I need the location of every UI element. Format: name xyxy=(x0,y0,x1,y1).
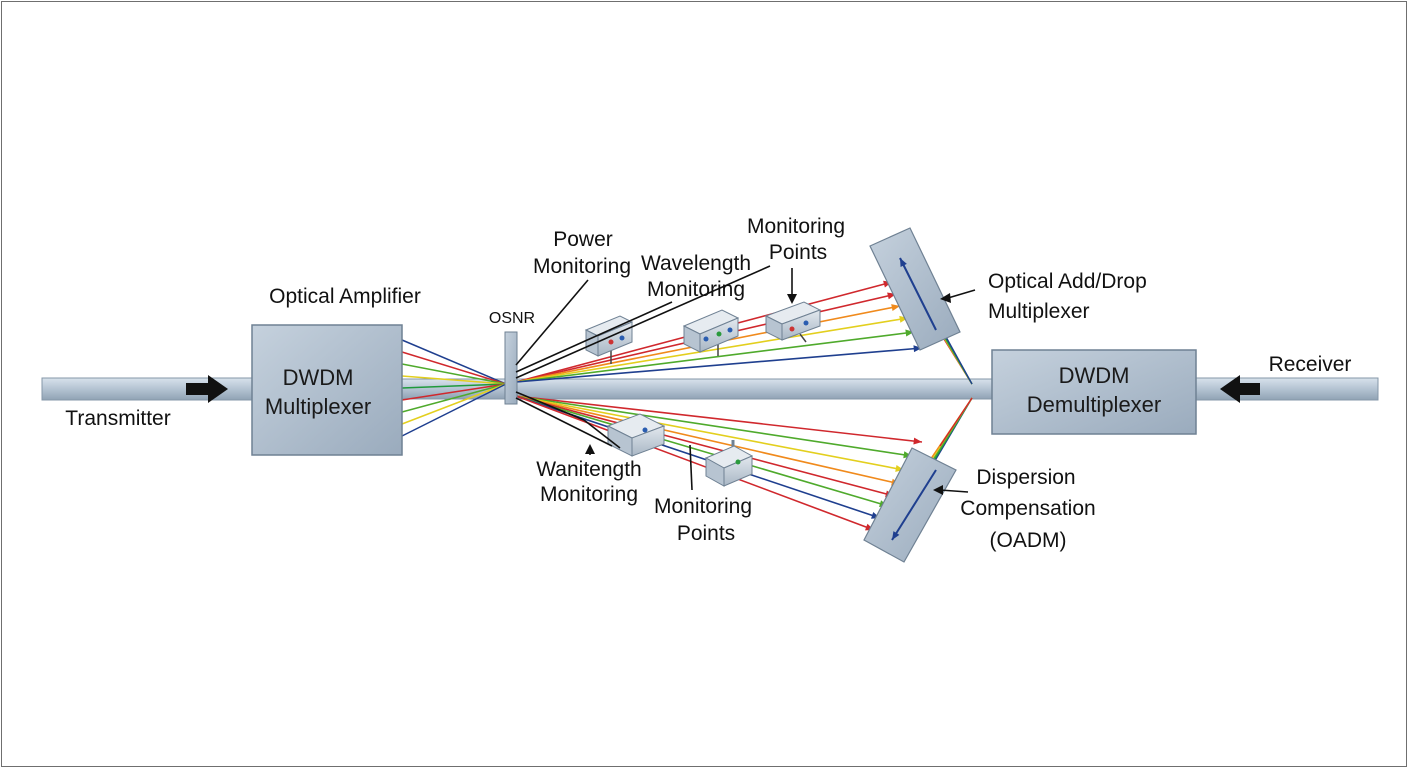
dwdm-multiplexer-box xyxy=(251,324,403,456)
oadm-label-line1: Optical Add/Drop xyxy=(988,270,1147,293)
monitoring-point-device-top xyxy=(764,301,822,343)
lower-channel-fan xyxy=(515,395,923,531)
monitoring-points-top-line2: Points xyxy=(769,241,827,264)
upper-channel-line xyxy=(515,347,923,383)
wavelength-monitoring-top-line2: Monitoring xyxy=(647,278,745,301)
wavelength-monitor-device-top xyxy=(682,309,740,356)
lower-channel-line xyxy=(515,395,895,497)
mux-channel-line xyxy=(401,383,507,413)
lower-channel-line xyxy=(515,395,905,471)
lower-channel-line xyxy=(515,395,901,485)
mux-label-line1: DWDM xyxy=(283,365,354,390)
mux-channel-line xyxy=(401,383,507,401)
osnr-label: OSNR xyxy=(489,310,535,327)
power-monitoring-label-line1: Power xyxy=(553,228,613,251)
leader-arrowheads xyxy=(585,293,951,495)
transmitter-arrow-icon xyxy=(186,375,228,403)
fiber-center xyxy=(401,378,995,400)
demux-label-line2: Demultiplexer xyxy=(1027,392,1162,417)
mux-channel-line xyxy=(401,363,507,385)
monitoring-point-device-bottom xyxy=(704,440,754,487)
upper-channel-arrowhead xyxy=(891,304,900,312)
mux-channel-fan xyxy=(401,339,507,437)
dispersion-label-line2: Compensation xyxy=(960,497,1095,520)
upper-channel-line xyxy=(515,317,909,383)
power-monitoring-label-line2: Monitoring xyxy=(533,255,631,278)
lower-channel-line xyxy=(515,395,889,507)
dispersion-label-line3: (OADM) xyxy=(990,529,1067,552)
oadm-internal-arrow xyxy=(899,257,937,331)
mux-channel-line xyxy=(401,383,507,425)
panel-arrows xyxy=(891,257,937,541)
mux-channel-line xyxy=(401,383,507,437)
dispersion-label-line1: Dispersion xyxy=(976,466,1075,489)
osnr-monitor-bar xyxy=(504,331,518,405)
receiver-label: Receiver xyxy=(1269,353,1352,376)
dispersion-internal-arrowhead xyxy=(892,531,900,540)
monitoring-points-bottom-line2: Points xyxy=(677,522,735,545)
wavelength-monitoring-bottom-line1: Wanitength xyxy=(536,458,641,481)
wavelength-monitor-device-bottom xyxy=(606,413,666,457)
transmitter-label: Transmitter xyxy=(65,407,170,430)
mux-channel-line xyxy=(401,375,507,385)
lower-channel-arrowhead xyxy=(913,437,922,445)
leader-lines xyxy=(515,265,976,493)
monitoring-points-bottom-line1: Monitoring xyxy=(654,495,752,518)
receiver-arrow-icon xyxy=(1220,375,1260,403)
upper-channel-arrowhead xyxy=(905,329,914,337)
dispersion-internal-arrow xyxy=(891,469,937,541)
upper-channel-line xyxy=(515,331,915,383)
lower-channel-line xyxy=(515,395,913,457)
optical-amplifier-label: Optical Amplifier xyxy=(269,285,421,308)
mux-label-line2: Multiplexer xyxy=(265,394,371,419)
lower-channel-line xyxy=(515,395,875,531)
oadm-internal-arrowhead xyxy=(900,258,907,267)
mux-channel-line xyxy=(401,383,507,389)
demux-label-line1: DWDM xyxy=(1059,363,1130,388)
dispersion-to-demux-line xyxy=(939,397,973,447)
monitoring-points-top-line1: Monitoring xyxy=(747,215,845,238)
wavelength-monitoring-top-line1: Wavelength xyxy=(641,252,751,275)
lower-channel-line xyxy=(515,395,923,443)
mux-channel-line xyxy=(401,339,507,385)
upper-channel-arrowhead xyxy=(913,345,922,353)
dwdm-demultiplexer-box xyxy=(991,349,1197,435)
mux-channel-line xyxy=(401,351,507,385)
wavelength-monitoring-bottom-line2: Monitoring xyxy=(540,483,638,506)
oadm-label-line2: Multiplexer xyxy=(988,300,1090,323)
